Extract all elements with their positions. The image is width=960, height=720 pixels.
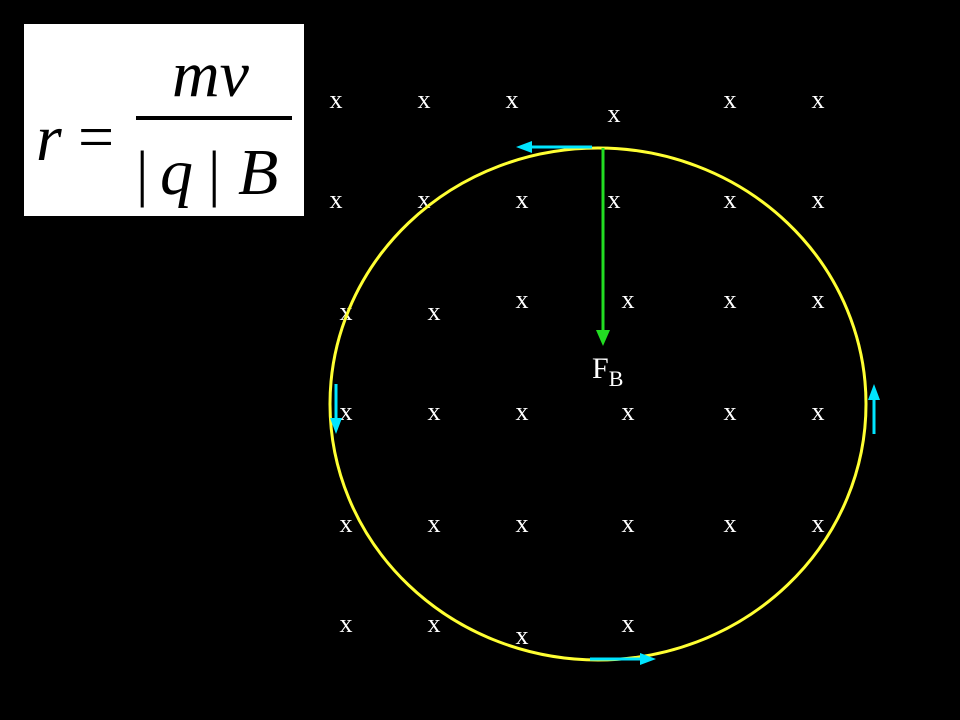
field-mark-x: x	[812, 285, 825, 314]
field-mark-x: x	[428, 397, 441, 426]
field-mark-x: x	[428, 609, 441, 638]
magnetic-force-arrow	[596, 148, 610, 346]
field-mark-x: x	[812, 185, 825, 214]
equation-field-b: B	[238, 136, 278, 209]
velocity-arrow-top	[516, 141, 592, 153]
field-mark-x: x	[340, 609, 353, 638]
field-mark-x: x	[622, 285, 635, 314]
fraction-bar	[136, 116, 292, 120]
velocity-arrow-right	[868, 384, 880, 434]
field-mark-x: x	[516, 621, 529, 650]
radius-equation: r = mv | q | B	[24, 24, 304, 216]
force-label: FB	[592, 352, 623, 391]
field-mark-x: x	[724, 397, 737, 426]
field-mark-x: x	[418, 85, 431, 114]
field-mark-x: x	[330, 85, 343, 114]
equation-numerator: mv	[172, 38, 250, 111]
force-label-symbol: F	[592, 352, 609, 385]
field-mark-x: x	[506, 85, 519, 114]
field-mark-x: x	[516, 397, 529, 426]
field-mark-x: x	[812, 509, 825, 538]
field-mark-x: x	[622, 509, 635, 538]
force-arrow-head	[596, 330, 610, 346]
field-mark-x: x	[724, 85, 737, 114]
field-mark-x: x	[812, 397, 825, 426]
field-mark-x: x	[622, 609, 635, 638]
orbit-circle	[328, 146, 868, 662]
field-mark-x: x	[340, 509, 353, 538]
abs-bar-right: |	[208, 140, 220, 208]
field-mark-x: x	[516, 285, 529, 314]
field-mark-x: x	[724, 285, 737, 314]
field-mark-x: x	[340, 397, 353, 426]
velocity-arrow-bottom	[590, 653, 656, 665]
force-label-subscript: B	[609, 366, 624, 391]
equation-lhs: r	[36, 102, 62, 175]
field-mark-x: x	[428, 509, 441, 538]
field-mark-x: x	[812, 85, 825, 114]
equation-equals: =	[78, 101, 114, 172]
field-mark-x: x	[608, 99, 621, 128]
equation-charge: q	[160, 136, 193, 209]
field-mark-x: x	[516, 185, 529, 214]
field-mark-x: x	[330, 185, 343, 214]
field-mark-x: x	[340, 297, 353, 326]
field-mark-x: x	[724, 509, 737, 538]
field-mark-x: x	[622, 397, 635, 426]
field-mark-x: x	[724, 185, 737, 214]
velocity-arrow-left	[330, 384, 342, 434]
field-mark-x: x	[608, 185, 621, 214]
field-mark-x: x	[428, 297, 441, 326]
field-mark-x: x	[516, 509, 529, 538]
abs-bar-left: |	[136, 140, 148, 208]
